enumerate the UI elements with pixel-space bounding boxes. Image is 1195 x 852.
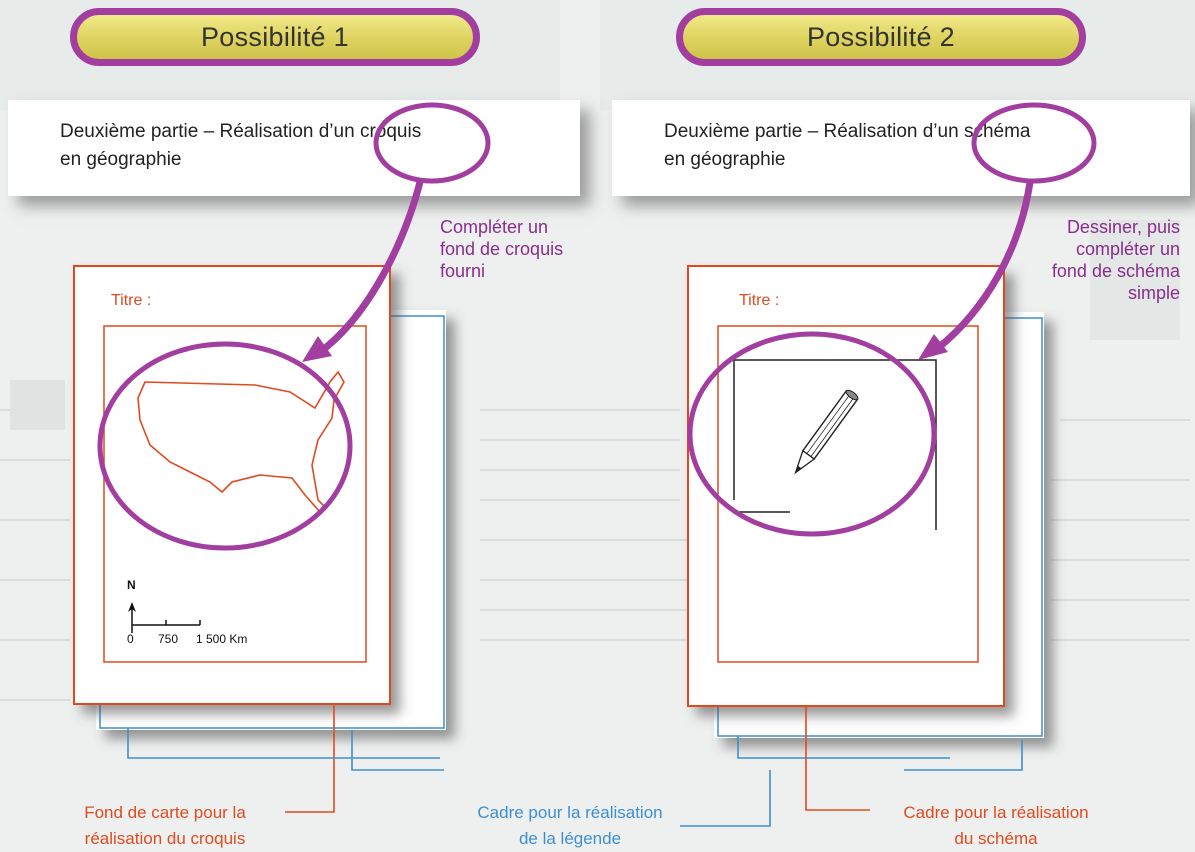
arrow-croquis <box>317 181 424 355</box>
scale-label-0: 0 <box>127 632 134 646</box>
arrow-head-icon <box>918 334 948 360</box>
leader-legende-left-b <box>127 728 440 759</box>
schema-drawn-sketch <box>733 359 937 530</box>
heading-schema-line2: en géographie <box>664 149 786 170</box>
callout-croquis: Compléter un fond de croquis fourni <box>440 216 580 282</box>
schema-stack <box>687 265 1044 738</box>
label-fond-de-carte: Fond de carte pour la réalisation du cro… <box>40 800 290 852</box>
label-cadre-schema-line1: Cadre pour la réalisation <box>903 803 1089 822</box>
leader-legende-label <box>680 770 771 827</box>
callout-croquis-line1: Compléter un <box>440 217 549 237</box>
leader-legende-left-a <box>351 730 444 771</box>
label-fond-line2: réalisation du croquis <box>84 829 246 848</box>
leader-legende-right-a <box>737 736 950 759</box>
scale-label-1500: 1 500 Km <box>196 632 248 646</box>
highlight-ellipse-croquis <box>97 341 353 551</box>
leader-legende-right-b <box>904 740 1023 771</box>
arrow-head-icon <box>302 336 332 362</box>
heading-croquis-line1: Deuxième partie – Réalisation d’un croqu… <box>60 121 422 142</box>
scale-label-750: 750 <box>158 632 179 646</box>
arrow-schema <box>935 181 1034 351</box>
possibility-2-banner: Possibilité 2 <box>676 8 1086 66</box>
callout-schema-line3: fond de schéma <box>1051 261 1180 281</box>
label-cadre-legende-line1: Cadre pour la réalisation <box>477 803 663 822</box>
croquis-map-frame <box>103 325 367 663</box>
schema-frame <box>717 325 979 663</box>
label-cadre-schema-line2: du schéma <box>954 829 1038 848</box>
callout-croquis-line3: fourni <box>440 261 486 281</box>
heading-croquis: Deuxième partie – Réalisation d’un croqu… <box>8 100 580 196</box>
callout-schema-line4: simple <box>1127 283 1180 303</box>
highlight-ellipse-schema-word <box>971 102 1097 184</box>
callout-schema-line1: Dessiner, puis <box>1066 217 1180 237</box>
titre-label-schema: Titre : <box>739 292 780 309</box>
possibility-2-label: Possibilité 2 <box>807 21 955 52</box>
label-cadre-schema: Cadre pour la réalisation du schéma <box>876 800 1116 852</box>
possibility-1-label: Possibilité 1 <box>201 21 349 52</box>
highlight-ellipse-schema <box>687 331 937 537</box>
north-label: N <box>127 578 136 592</box>
callout-schema: Dessiner, puis compléter un fond de sché… <box>1030 216 1180 304</box>
heading-schema: Deuxième partie – Réalisation d’un schém… <box>612 100 1190 196</box>
callout-croquis-line2: fond de croquis <box>440 239 564 259</box>
label-fond-line1: Fond de carte pour la <box>84 803 246 822</box>
label-cadre-legende: Cadre pour la réalisation de la légende <box>450 800 690 852</box>
callout-schema-line2: compléter un <box>1075 239 1180 259</box>
leader-cadre-schema <box>805 705 870 811</box>
possibility-1-banner: Possibilité 1 <box>70 8 480 66</box>
heading-schema-line1: Deuxième partie – Réalisation d’un schém… <box>664 121 1031 142</box>
pencil-icon <box>794 389 859 475</box>
titre-label-croquis: Titre : <box>111 292 152 309</box>
label-cadre-legende-line2: de la légende <box>518 829 622 848</box>
highlight-ellipse-croquis-word <box>373 102 491 184</box>
heading-croquis-line2: en géographie <box>60 149 182 170</box>
croquis-stack <box>73 265 446 730</box>
leader-fond-de-carte <box>285 705 335 813</box>
